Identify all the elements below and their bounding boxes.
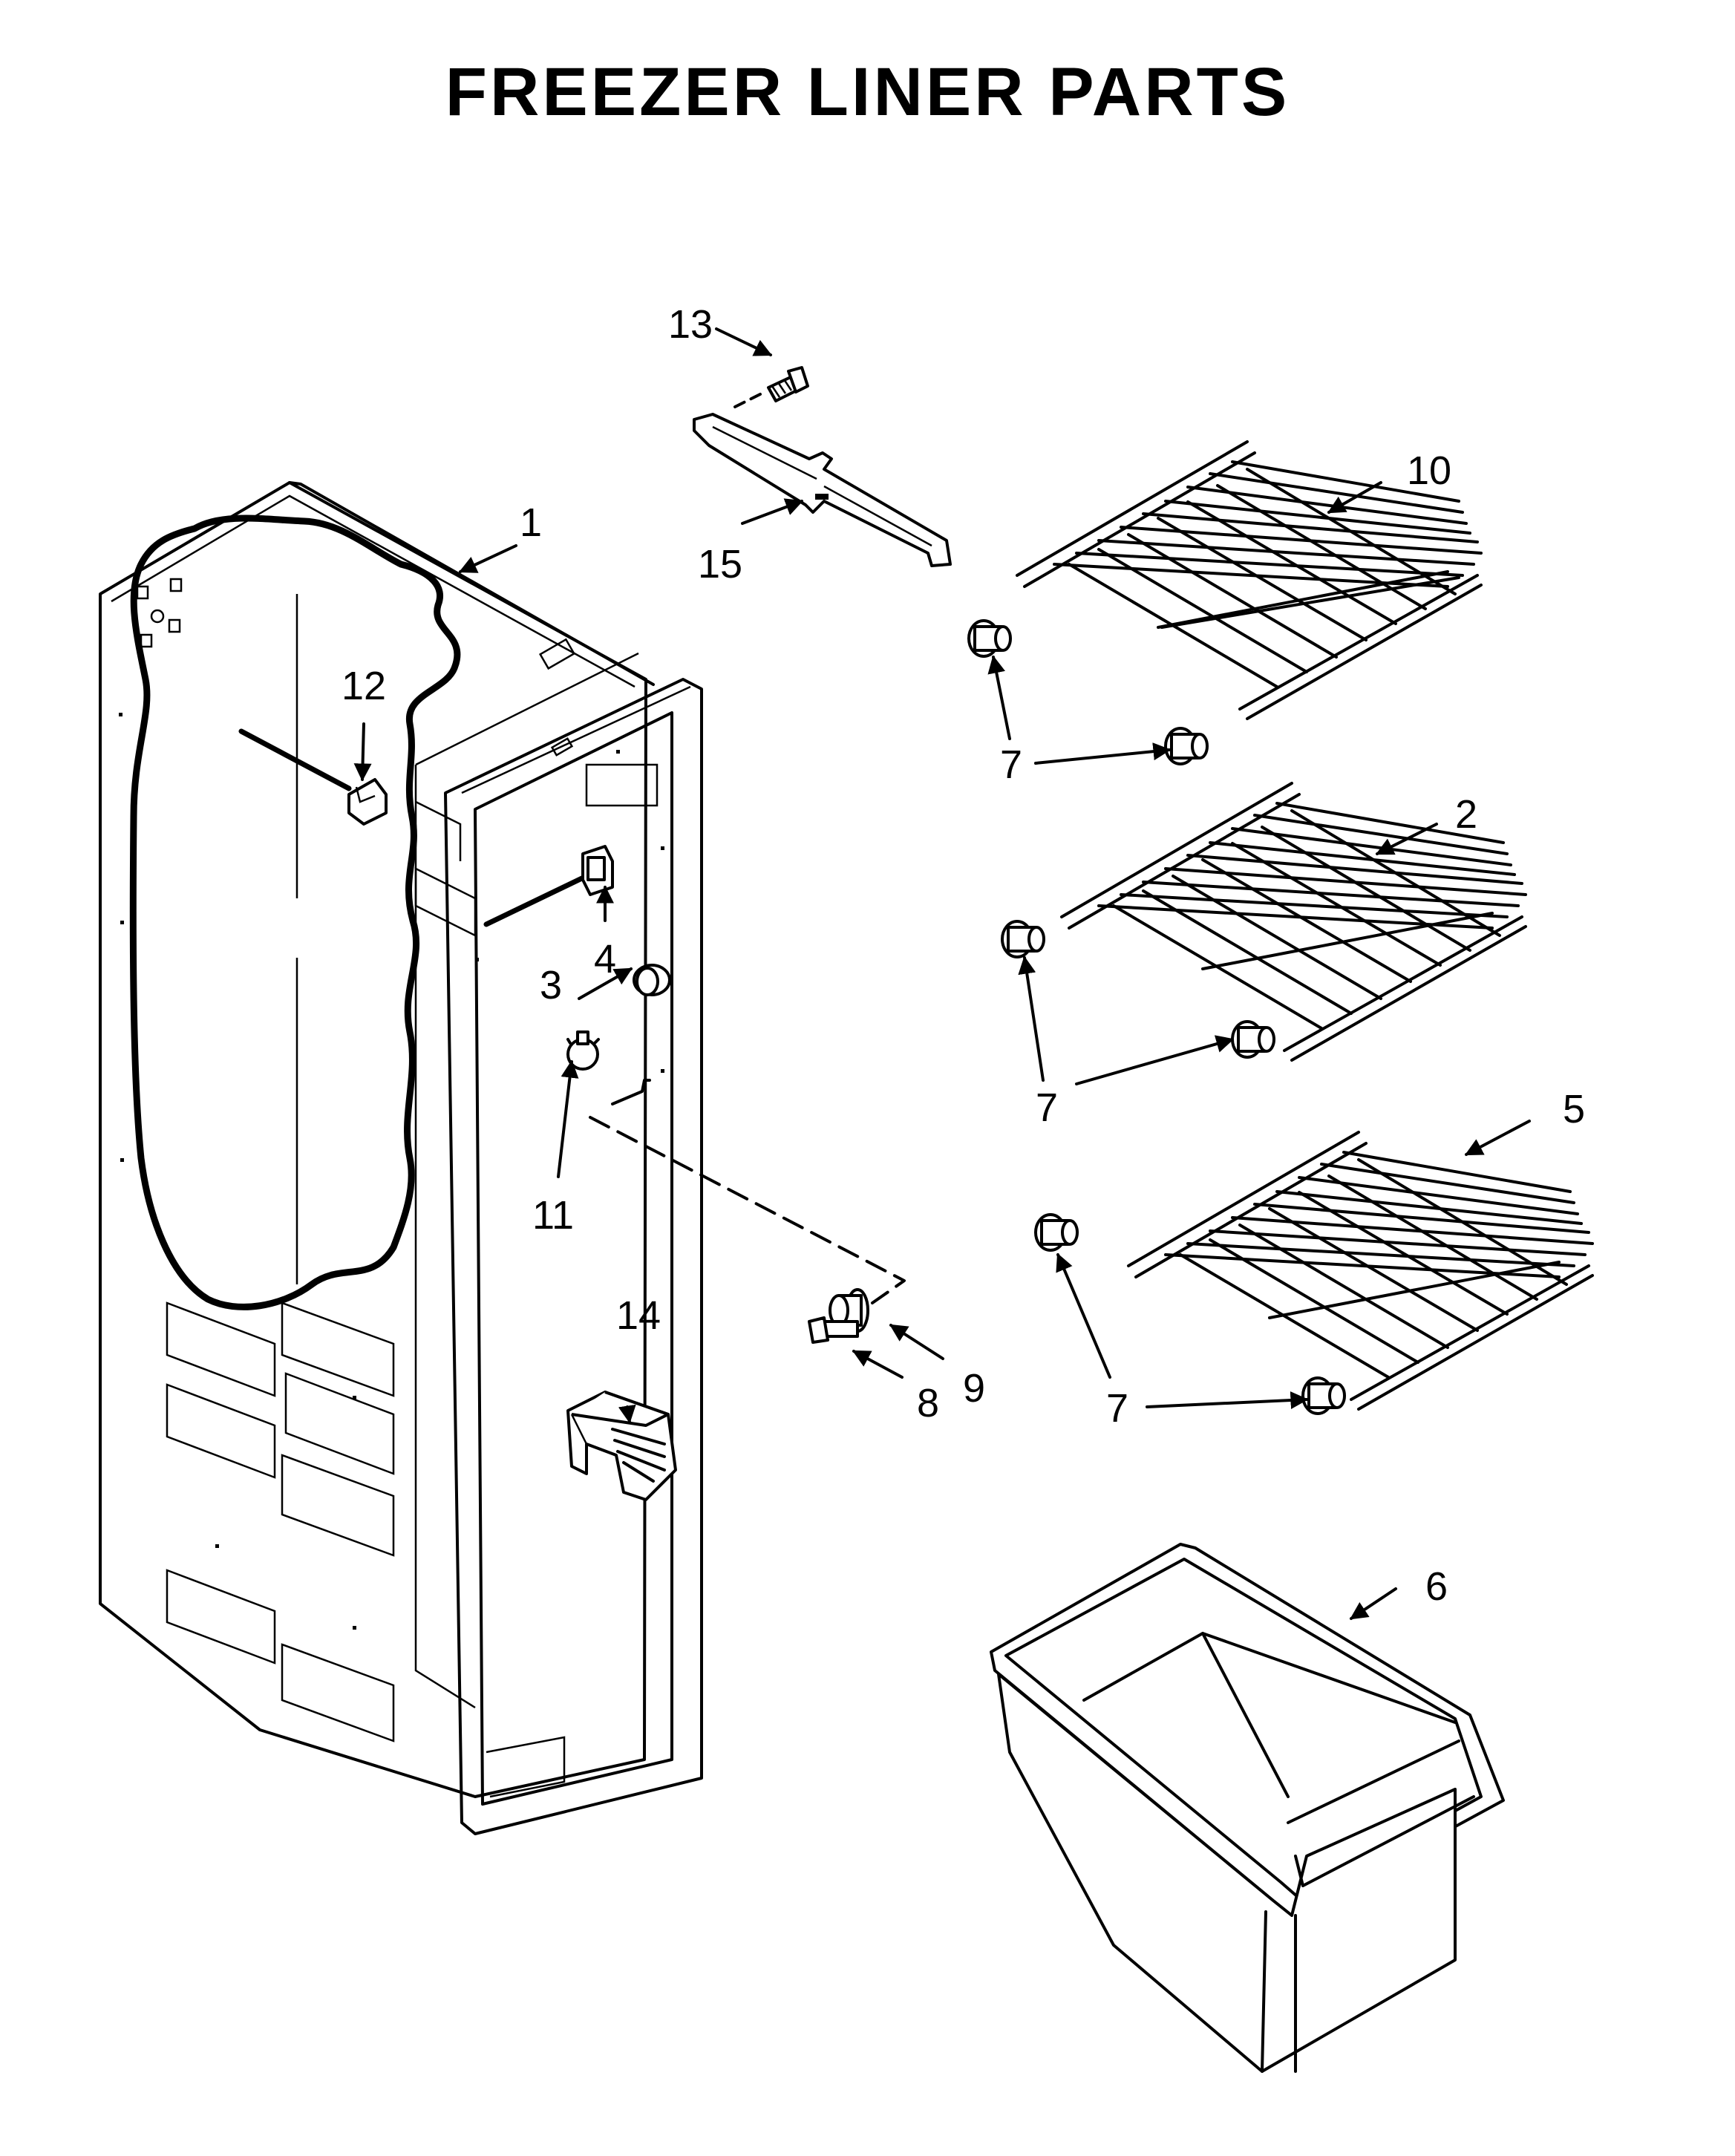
- hinge-pin-guide: [589, 1079, 906, 1304]
- bracket-screw: [733, 366, 809, 408]
- shelf-stud-5: [1034, 1213, 1079, 1252]
- shelf-stud-2: [1164, 727, 1209, 765]
- hinge-screw: [808, 1316, 859, 1344]
- callout-7c: 7: [1106, 1386, 1128, 1431]
- wire-shelf-bottom: [1127, 1131, 1594, 1411]
- callout-7a: 7: [1000, 742, 1022, 787]
- shelf-stud-3: [1001, 920, 1045, 958]
- freezer-bin: [990, 1543, 1505, 2073]
- callout-4: 4: [594, 937, 616, 981]
- wire-shelf-top: [1016, 440, 1483, 720]
- shelf-cam: [633, 964, 671, 996]
- callout-5: 5: [1563, 1087, 1585, 1131]
- leader-lines: [353, 327, 1531, 1620]
- callout-15: 15: [698, 542, 742, 587]
- callout-11: 11: [532, 1193, 574, 1238]
- rear-wall-clip: [238, 728, 388, 826]
- callout-3: 3: [540, 963, 562, 1007]
- wire-shelf-middle: [1060, 782, 1527, 1062]
- freezer-liner: [99, 481, 703, 1835]
- liner-bracket: [693, 413, 952, 567]
- shelf-stud-1: [967, 619, 1012, 658]
- shelf-stud-6: [1301, 1376, 1346, 1415]
- callout-10: 10: [1407, 448, 1451, 493]
- callout-13: 13: [668, 302, 713, 347]
- callout-6: 6: [1425, 1564, 1448, 1609]
- callout-1: 1: [520, 500, 542, 545]
- liner-switch: [483, 845, 614, 927]
- vent-cover: [566, 1391, 677, 1501]
- callout-14: 14: [616, 1293, 661, 1338]
- diagram-title: FREEZER LINER PARTS: [445, 54, 1290, 130]
- callout-12: 12: [342, 664, 386, 708]
- callout-8: 8: [917, 1381, 939, 1425]
- callout-labels: 1 2 3 4 5 6 7 7 7 8 9 10 11 12 13 14 15: [342, 302, 1585, 1609]
- callout-9: 9: [963, 1366, 985, 1411]
- shelf-stud-4: [1231, 1020, 1275, 1059]
- callout-2: 2: [1455, 792, 1477, 837]
- callout-7b: 7: [1036, 1085, 1058, 1130]
